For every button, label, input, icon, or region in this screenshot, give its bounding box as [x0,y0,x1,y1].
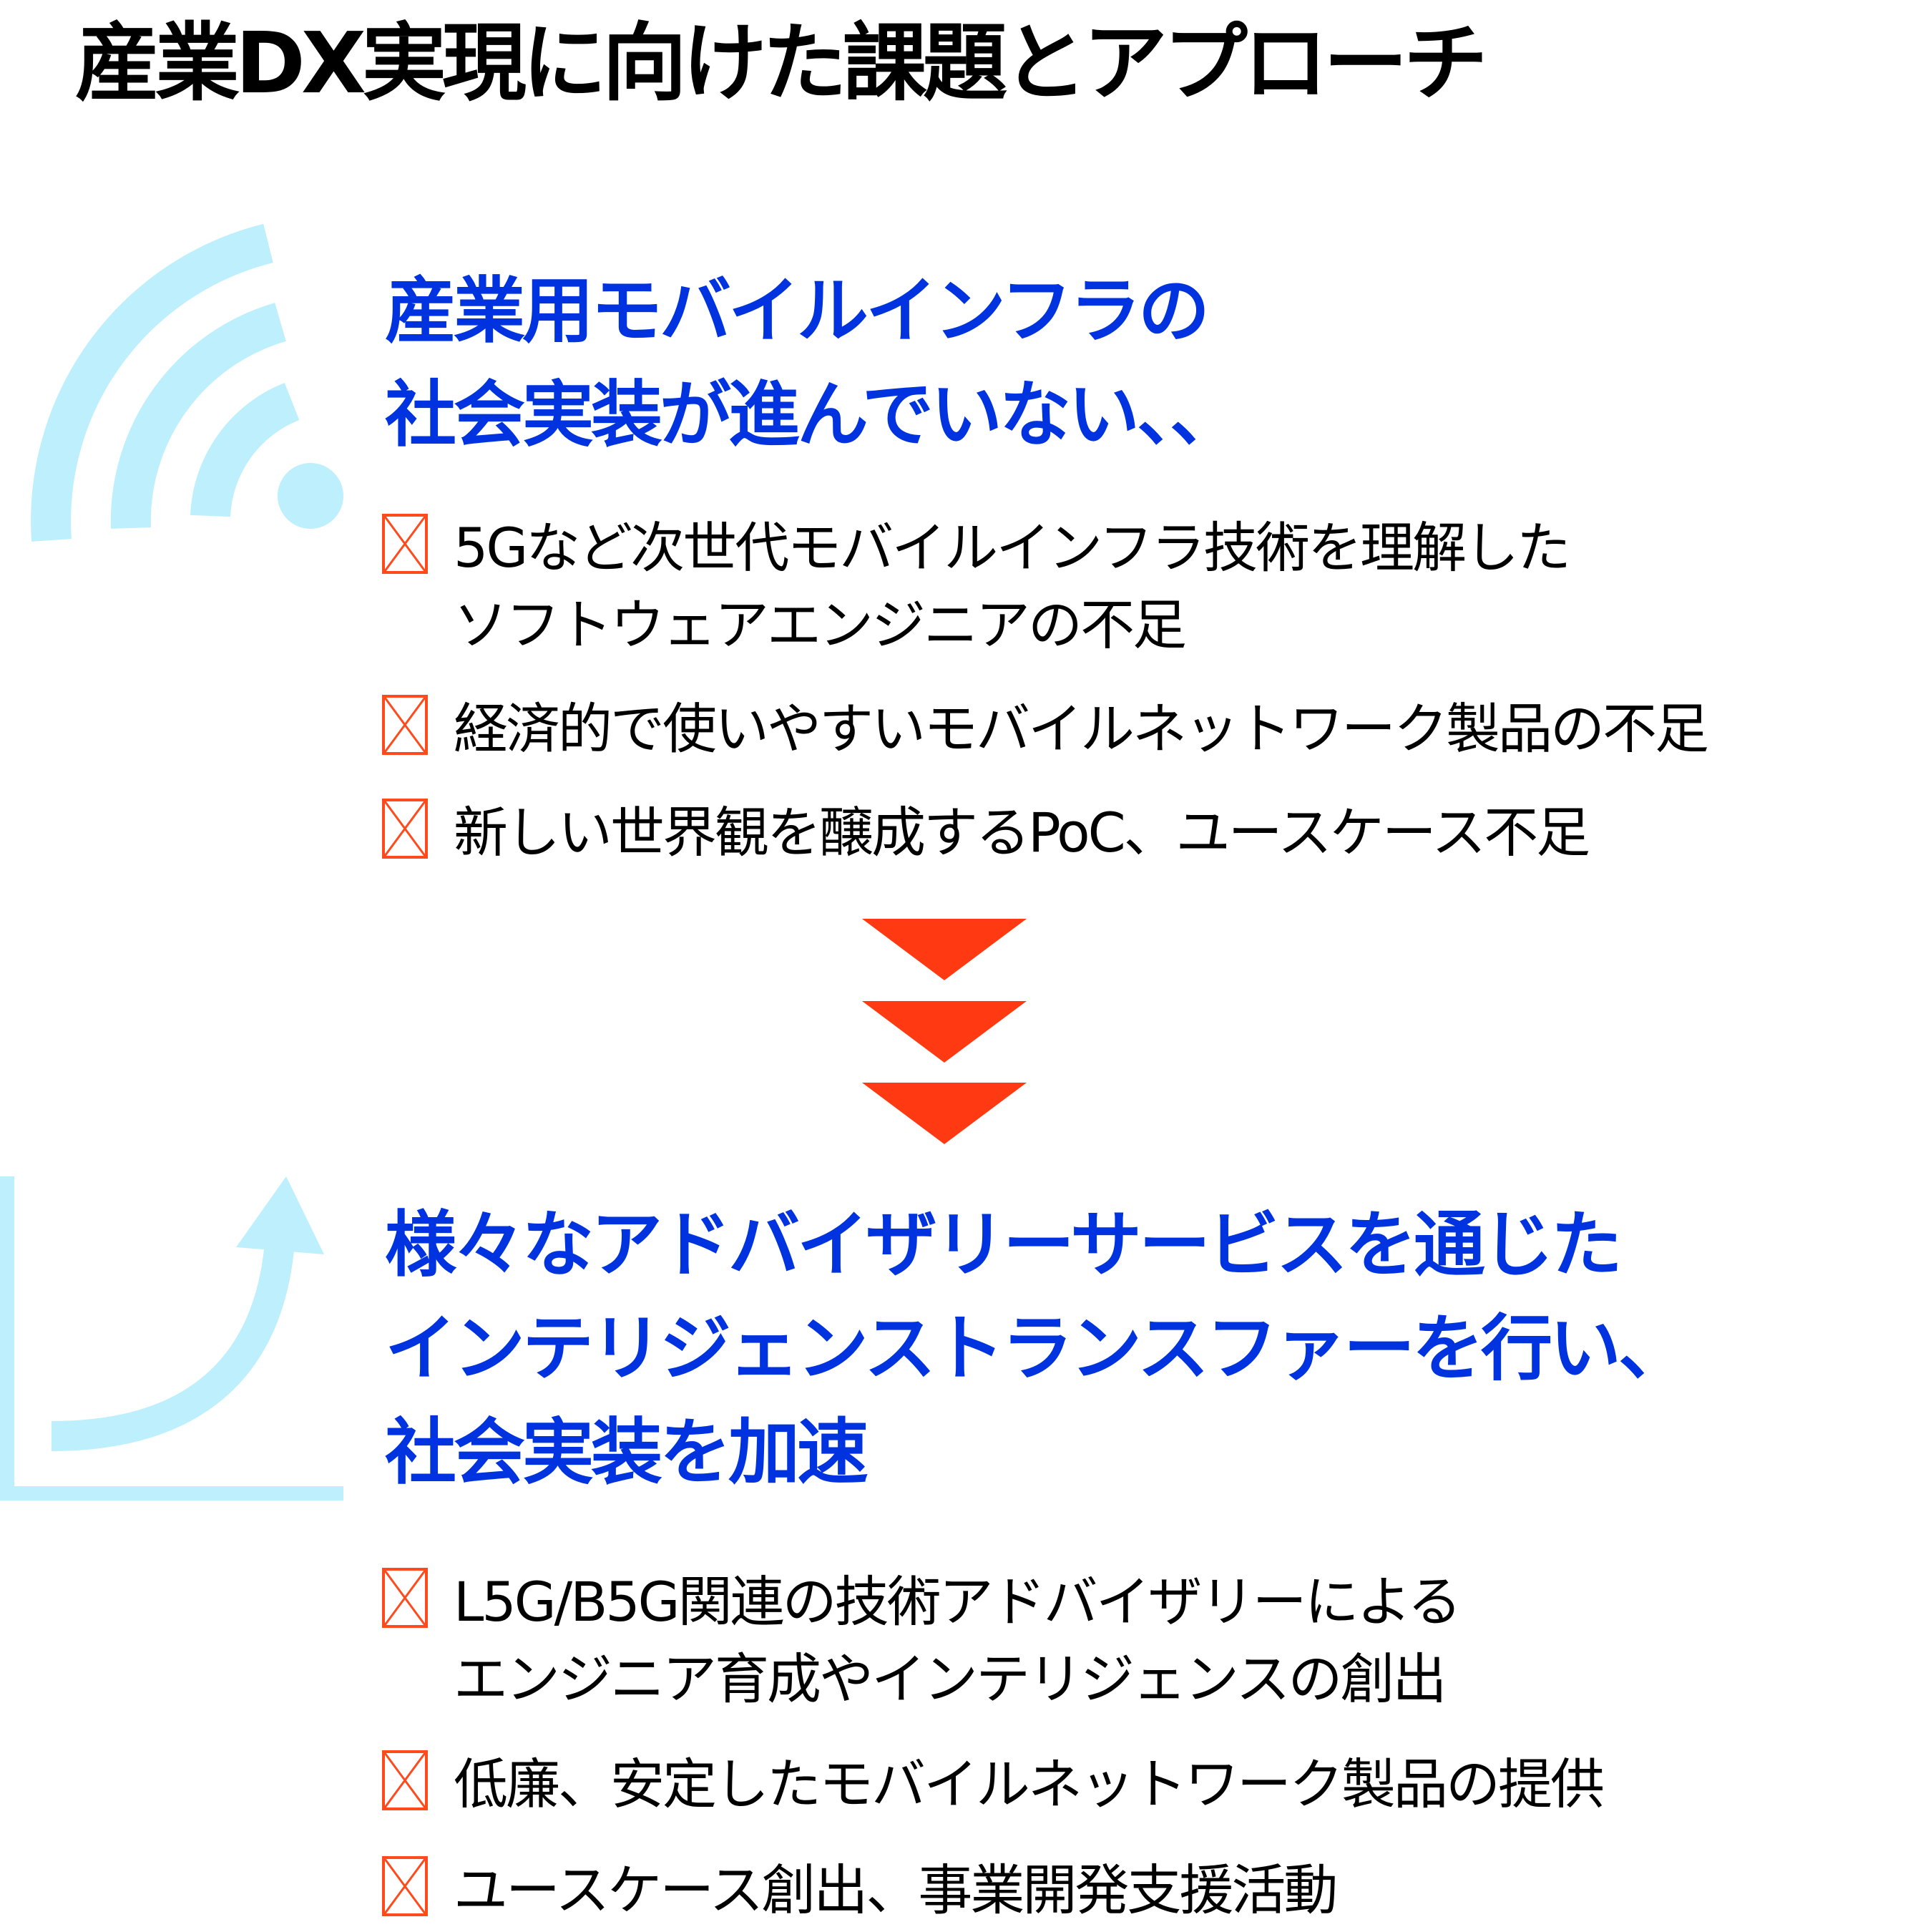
growth-chart-arrow-icon [0,1176,343,1501]
approach-heading-line-2: インテリジェンストランスファーを行い、 [385,1307,1690,1390]
bullet-text-line: L5G/B5G関連の技術アドバイザリーによる [454,1570,1462,1634]
problem-bullet-2: 経済的で使いやすいモバイルネットワーク製品の不足 [382,691,1709,768]
bullet-text-line: ユースケース創出、事業開発支援活動 [454,1858,1338,1922]
problem-heading-line-1: 産業用モバイルインフラの [385,269,1210,353]
approach-heading-line-3: 社会実装を加速 [385,1410,869,1494]
problem-heading-line-2: 社会実装が進んでいない、、 [385,373,1241,457]
problem-bullet-1: 5Gなど次世代モバイルインフラ技術を理解した ソフトウェアエンジニアの不足 [382,509,1571,664]
checkbox-x-icon [382,1856,428,1916]
chevron-down-icon [862,1083,1027,1144]
approach-bullet-1: L5G/B5G関連の技術アドバイザリーによる エンジニア育成やインテリジェンスの… [382,1563,1462,1718]
approach-bullet-2: 低廉、安定したモバイルネットワーク製品の提供 [382,1746,1605,1823]
checkbox-x-icon [382,695,428,755]
checkbox-x-icon [382,514,428,574]
checkbox-x-icon [382,799,428,859]
bullet-text-line: 低廉、安定したモバイルネットワーク製品の提供 [454,1752,1605,1816]
chevron-down-icon [862,1001,1027,1063]
wifi-signal-icon [31,223,343,542]
problem-bullet-3: 新しい世界観を醸成するPoC、ユースケース不足 [382,794,1590,872]
bullet-text-line: ソフトウェアエンジニアの不足 [454,593,1187,657]
checkbox-x-icon [382,1750,428,1810]
checkbox-x-icon [382,1568,428,1628]
chevron-down-icon [862,919,1027,980]
approach-bullet-3: ユースケース創出、事業開発支援活動 [382,1852,1338,1929]
bullet-text-line: エンジニア育成やインテリジェンスの創出 [454,1647,1447,1711]
bullet-text-line: 新しい世界観を醸成するPoC、ユースケース不足 [454,801,1590,864]
bullet-text-line: 5Gなど次世代モバイルインフラ技術を理解した [454,516,1571,580]
page-title: 産業DX実現に向けた課題とアプローチ [75,14,1488,112]
bullet-text-line: 経済的で使いやすいモバイルネットワーク製品の不足 [454,697,1709,761]
approach-heading-line-1: 様々なアドバイザリーサービスを通じた [385,1203,1623,1287]
